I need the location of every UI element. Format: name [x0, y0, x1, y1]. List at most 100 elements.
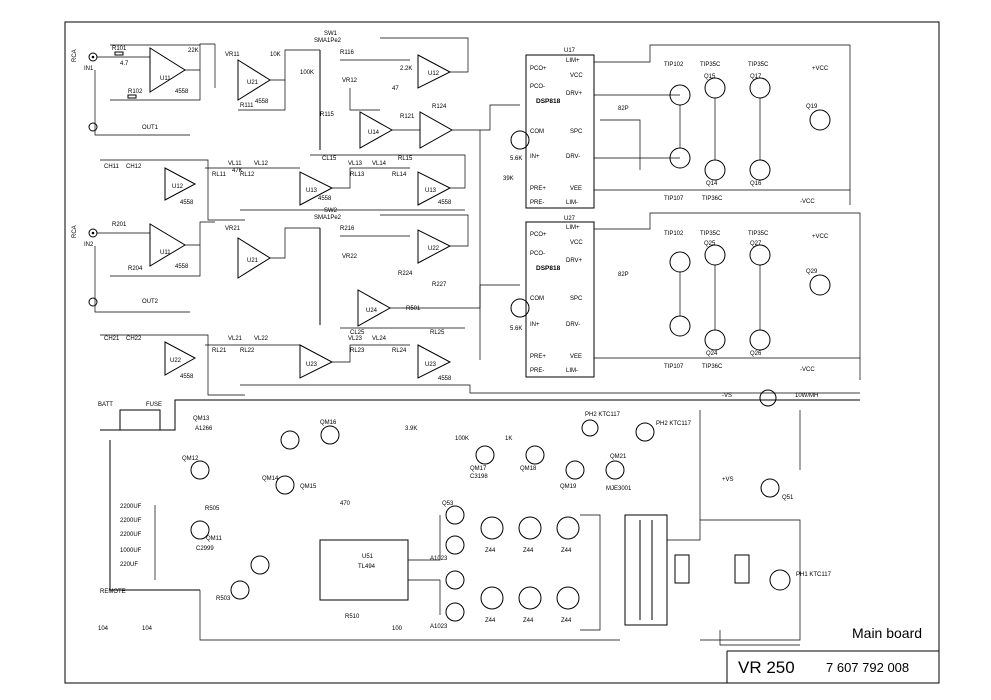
val-label-12: 470 [340, 501, 351, 507]
q62-mosfet [518, 586, 542, 610]
component-value-labels: 10K 100K 2.2K 5.6K 39K 82P 5.6K 82P 3.9K… [205, 52, 629, 620]
c2999-label: C2999 [196, 546, 214, 552]
sw1-label: SW1 [324, 31, 338, 37]
fet-drain-bus [580, 514, 601, 631]
q26-label: Q26 [750, 351, 762, 357]
z44-label-b: Z44 [523, 548, 534, 554]
r111-label: R111 [240, 103, 254, 109]
power-transformer [624, 514, 668, 626]
val-label-7: 5.6K [510, 326, 522, 332]
r502-label: R503 [216, 596, 231, 602]
c3198-label: C3198 [470, 474, 488, 480]
vl11-label: VL11 [228, 161, 242, 167]
ic-u27 [525, 221, 595, 378]
u11-low-trace [110, 70, 201, 101]
u17-pin-in-plus: IN+ [530, 154, 540, 160]
main-supply-bus [160, 399, 720, 431]
u51-drive-a [408, 515, 441, 561]
remote-label: REMOTE [100, 589, 126, 595]
qm19-label: QM19 [560, 484, 577, 490]
q-q19-ch1 [809, 109, 831, 131]
resistor-r102 [127, 94, 137, 99]
board-label: Main board [852, 625, 922, 641]
tip36c-label: TIP36C [702, 196, 723, 202]
dsp-u17-block: U17 PCO+ PCO- DSP818 COM IN+ PRE+ PRE- L… [479, 44, 851, 360]
r116-label: R116 [340, 50, 355, 56]
u27-pin-vcc: VCC [570, 240, 583, 246]
ch2-ground-trace [94, 246, 190, 313]
u27-pin-drv-plus: DRV+ [566, 258, 583, 264]
rca-out1-jack [88, 122, 98, 132]
resistor-label-bottom: 100 [392, 626, 403, 632]
val-label-10: 100K [455, 436, 469, 442]
sw2-part: SMA1Pe2 [314, 215, 342, 221]
u11-out-trace [185, 43, 215, 71]
vs-label: -VS [722, 393, 732, 399]
u17-pin-com: COM [530, 129, 544, 135]
u27-pin-pre-plus: PRE+ [530, 354, 546, 360]
z44-label-a: Z44 [485, 548, 496, 554]
u13-left-ref: U13 [306, 188, 318, 194]
val-47k-a: 47K [232, 168, 243, 174]
q53-fet [445, 505, 465, 525]
r121-label: R121 [400, 114, 415, 120]
u24-ref: U24 [366, 308, 378, 314]
u14-out-trace [452, 104, 520, 131]
val-label-6: 82P [618, 106, 629, 112]
vs-plus-label: +VS [722, 477, 734, 483]
q55-fet [445, 570, 465, 590]
u13-right-part: 4558 [438, 200, 452, 206]
q15-label: Q15 [704, 74, 716, 80]
rca-in2-pin [91, 231, 95, 235]
u17-pin-pco-plus: PCO+ [530, 66, 547, 72]
resistor-r101 [114, 51, 124, 56]
val-68p: 47 [392, 86, 399, 92]
u14-stage: U14 R121 R124 R115 [320, 104, 520, 149]
qm11-transistor [190, 520, 210, 540]
q-tip35c-ch2-b [749, 244, 771, 266]
cap-220uf: 220UF [120, 562, 138, 568]
q-tip36c-ch2-b [749, 329, 771, 351]
bottom-ground-bus [199, 590, 620, 641]
ch11-label: CH11 [104, 164, 120, 170]
u27-pin-spc: SPC [570, 296, 583, 302]
cap-2200uf-a: 2200UF [120, 504, 142, 510]
secondary-rail [667, 519, 801, 641]
vcc-plus-label-1: +VCC [812, 66, 829, 72]
u17-pin-drv-minus: DRV- [566, 154, 580, 160]
rl11-label: RL11 [212, 172, 227, 178]
vr11-label: VR11 [225, 52, 240, 58]
q-tip107-ch2 [669, 315, 691, 337]
u51-drive-b [408, 579, 441, 615]
qm18-transistor [525, 445, 545, 465]
fuse-holder [119, 409, 161, 431]
vl23-label: VL23 [348, 336, 363, 342]
opamp-u11 [149, 47, 186, 93]
r101-label: R101 [112, 46, 127, 52]
dsp-u27-block: U27 PCO+ PCO- DSP818 COM IN+ PRE+ PRE- L… [510, 212, 861, 380]
q-tip102-ch2 [669, 251, 691, 273]
vl21-label: VL21 [228, 336, 243, 342]
r201-label: R201 [112, 222, 127, 228]
rca-in1-pin [91, 55, 95, 59]
u12-left-ref: U12 [172, 184, 184, 190]
opamp-u14 [359, 111, 394, 149]
u11-ch2-part: 4558 [175, 264, 189, 270]
u12-vr12-trace [349, 88, 380, 111]
r216-label: R216 [340, 226, 355, 232]
tip35c-label-a: TIP35C [700, 62, 721, 68]
val-label-4: 5.6K [510, 156, 522, 162]
u13-right-ref: U13 [425, 188, 437, 194]
tip102-label-2: TIP102 [664, 231, 684, 237]
switch-sw2: SW2 SMA1Pe2 R216 [314, 208, 355, 325]
ph1-transistor [769, 569, 791, 591]
r102-label: R102 [128, 89, 143, 95]
u21-ch2-ref: U21 [247, 258, 259, 264]
ph2-ktc117-label: PH2 KTC117 [656, 421, 692, 427]
u22-left-part: 4558 [180, 374, 194, 380]
u22-fb [380, 214, 469, 247]
q-tip35c-ch2-a [704, 244, 726, 266]
q58-mosfet [518, 516, 542, 540]
u17-pin-drv-plus: DRV+ [566, 91, 583, 97]
qm12-label: QM12 [182, 456, 199, 462]
